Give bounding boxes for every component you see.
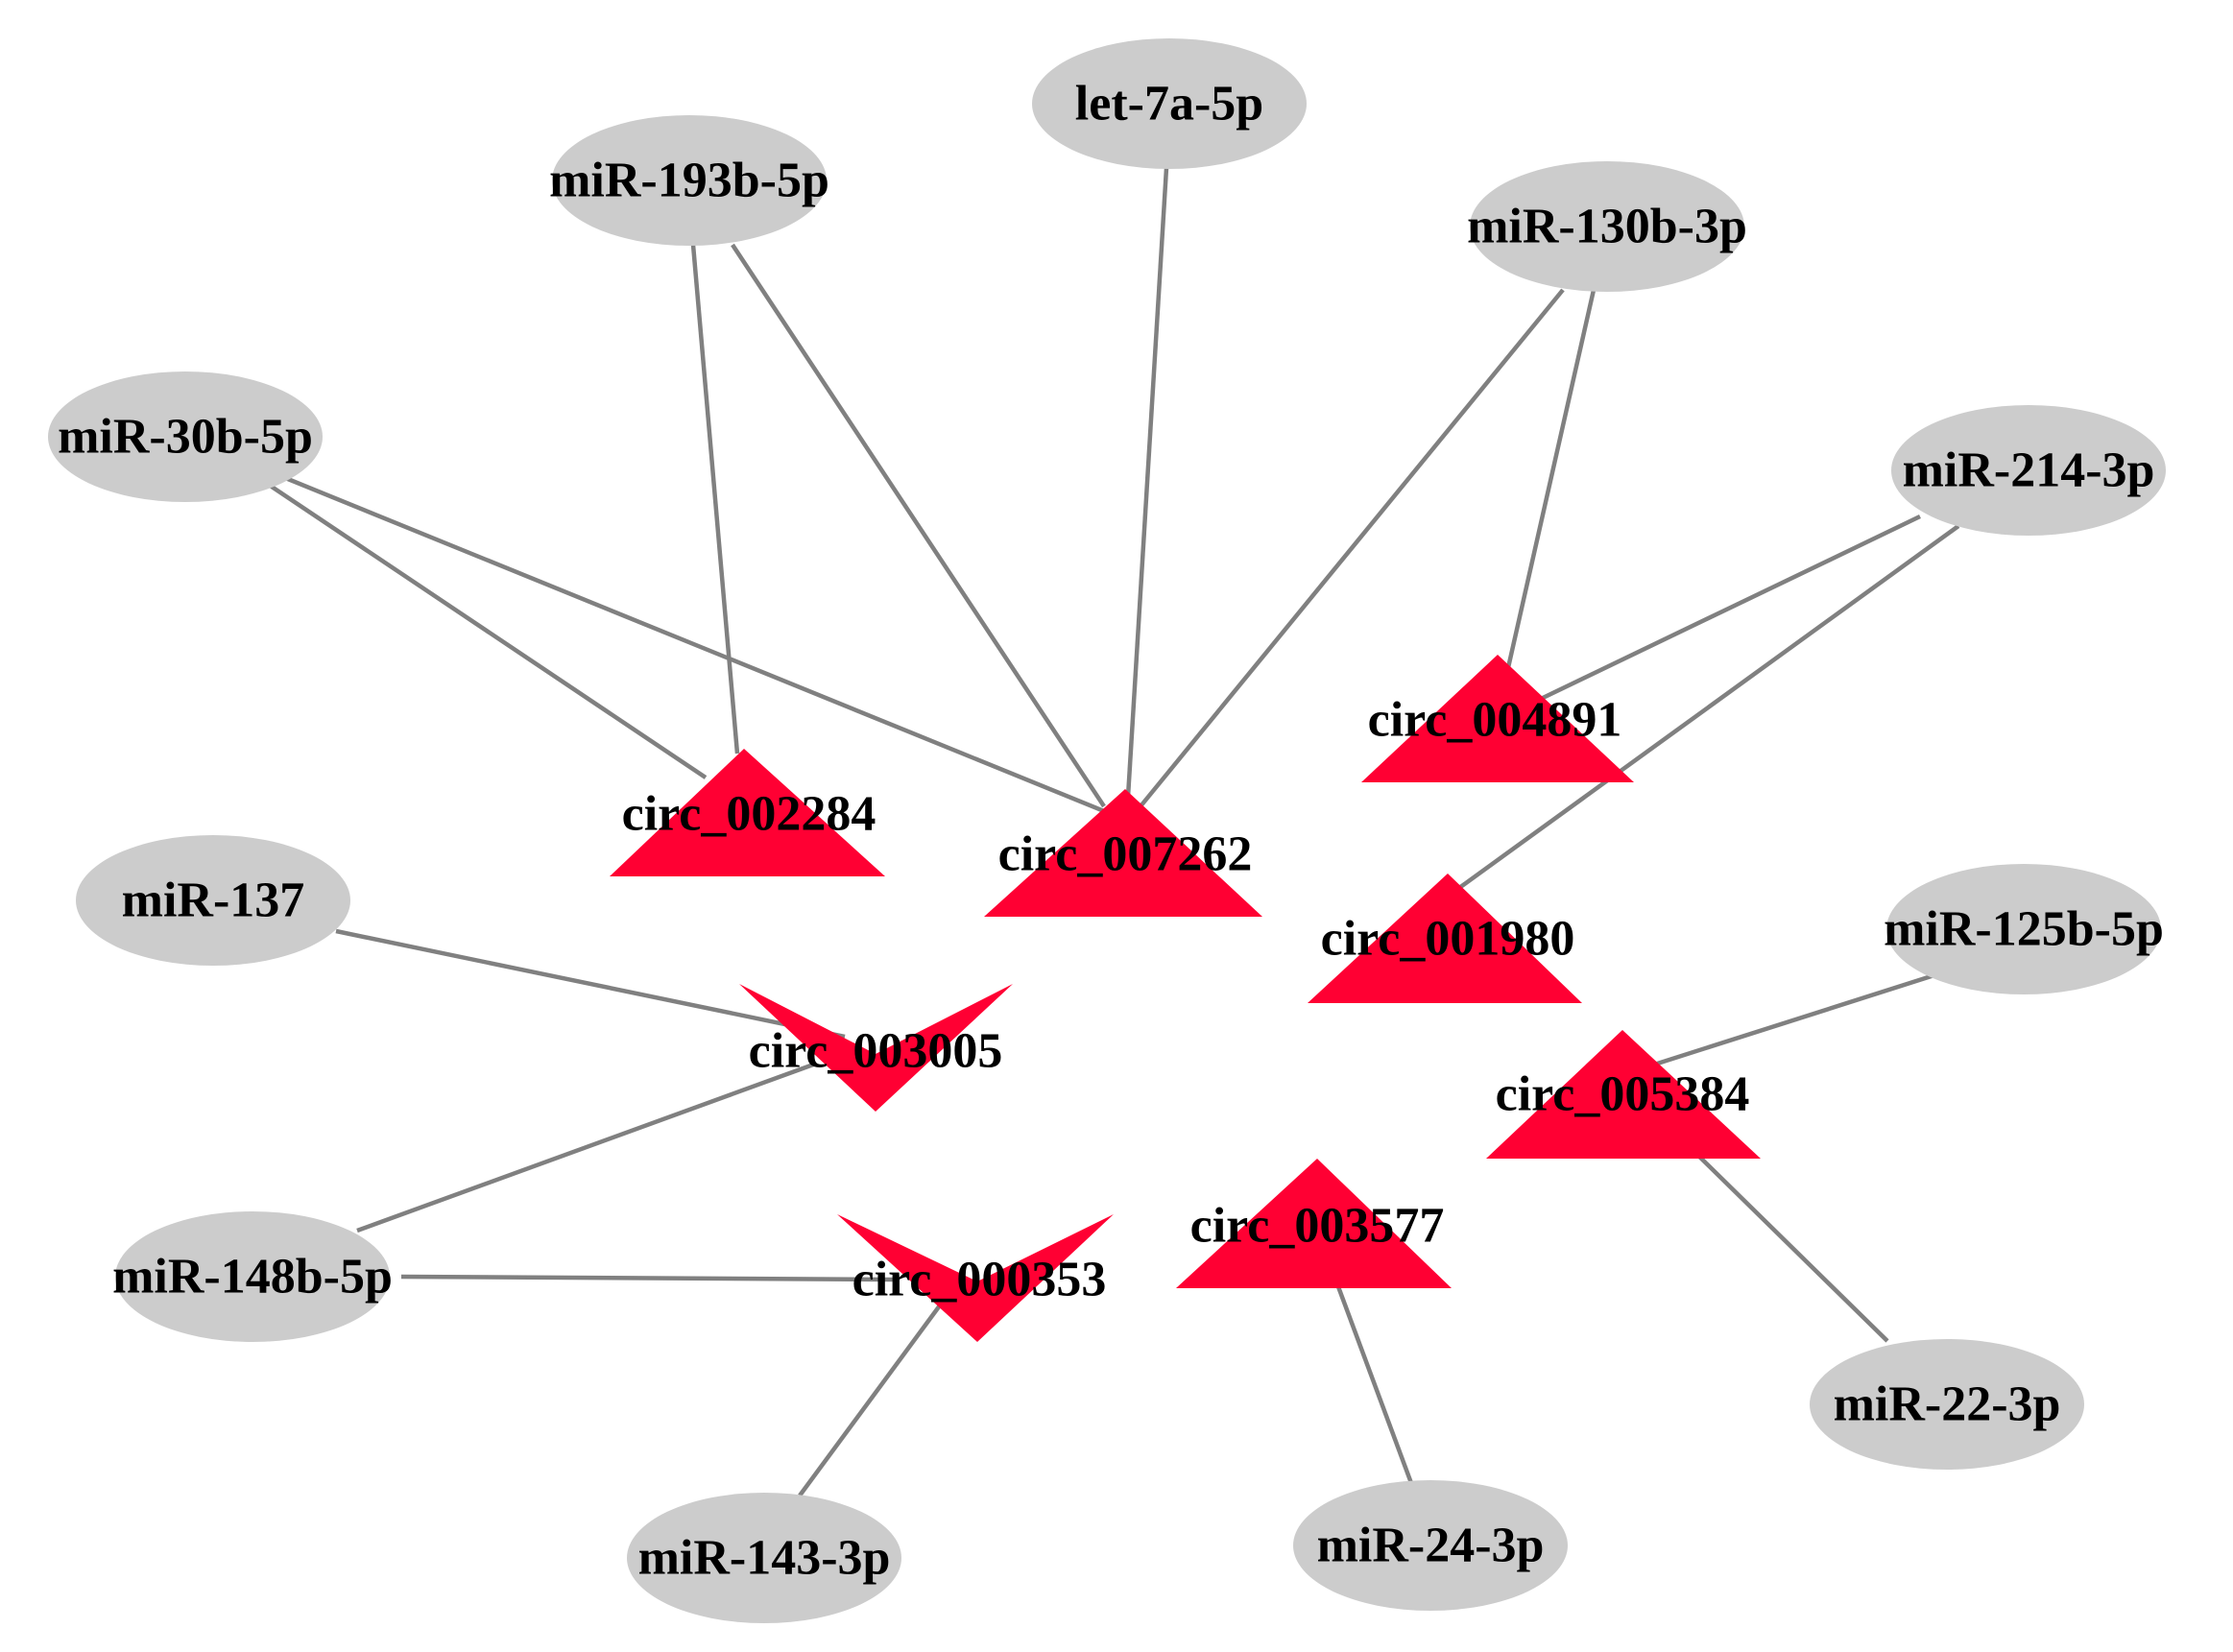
mirna-label: miR-148b-5p — [112, 1250, 393, 1305]
circrna-label: circ_004891 — [1368, 693, 1622, 748]
circrna-triangle — [1308, 874, 1582, 1003]
circrna-label: circ_002284 — [622, 787, 876, 842]
mirna-node-mir130b[interactable]: miR-130b-3p — [1467, 161, 1747, 292]
circrna-triangle — [1176, 1159, 1452, 1288]
mirna-node-mir143[interactable]: miR-143-3p — [627, 1493, 901, 1623]
edge-mir143-c000353 — [798, 1289, 952, 1497]
mirna-node-mir137[interactable]: miR-137 — [76, 835, 350, 966]
mirna-node-mir24[interactable]: miR-24-3p — [1293, 1480, 1568, 1611]
circrna-node-c001980[interactable]: circ_001980 — [1308, 874, 1582, 1003]
circrna-node-c000353[interactable]: circ_000353 — [837, 1214, 1114, 1342]
edge-mir24-c003577 — [1333, 1281, 1414, 1484]
circrna-node-c003577[interactable]: circ_003577 — [1176, 1159, 1452, 1288]
edge-mir125b-c005384 — [1650, 971, 1938, 1068]
edge-mir30b-c007262 — [277, 472, 1105, 814]
circrna-v-shape — [739, 984, 1013, 1112]
circrna-triangle — [1361, 655, 1634, 782]
edge-mir193b-c002284 — [690, 244, 740, 754]
edge-mir214-c001980 — [1457, 524, 1960, 890]
mirna-label: miR-143-3p — [638, 1531, 891, 1586]
mirna-ellipse — [1470, 161, 1744, 292]
mirna-label: let-7a-5p — [1075, 77, 1263, 132]
mirna-label: miR-30b-5p — [58, 410, 313, 465]
mirna-label: miR-214-3p — [1903, 443, 2155, 498]
mirna-node-mir22[interactable]: miR-22-3p — [1810, 1339, 2084, 1470]
edge-mir30b-c002284 — [267, 483, 708, 779]
circrna-label: circ_000353 — [852, 1253, 1107, 1307]
mirna-ellipse — [1032, 38, 1307, 169]
edge-mir130b-c004891 — [1504, 289, 1597, 673]
edge-mir214-c004891 — [1540, 514, 1921, 702]
edge-mir137-c003005 — [335, 928, 846, 1040]
circrna-node-c004891[interactable]: circ_004891 — [1361, 655, 1634, 782]
mirna-label: miR-125b-5p — [1884, 902, 2164, 957]
mirna-node-mir193b[interactable]: miR-193b-5p — [549, 115, 829, 246]
mirna-ellipse — [48, 371, 323, 502]
mirna-ellipse — [1891, 405, 2166, 536]
circrna-label: circ_005384 — [1496, 1067, 1750, 1122]
circrna-label: circ_001980 — [1321, 912, 1575, 967]
mirna-label: miR-130b-3p — [1467, 200, 1747, 254]
mirna-node-mir125b[interactable]: miR-125b-5p — [1884, 864, 2164, 994]
mirna-node-mir214[interactable]: miR-214-3p — [1891, 405, 2166, 536]
circrna-label: circ_003577 — [1190, 1199, 1445, 1254]
mirna-label: miR-137 — [122, 874, 305, 928]
circrna-node-c005384[interactable]: circ_005384 — [1486, 1030, 1761, 1159]
mirna-ellipse — [115, 1211, 390, 1342]
edge-mir193b-c007262 — [731, 243, 1106, 808]
mirna-ellipse — [76, 835, 350, 966]
mirna-ellipse — [552, 115, 827, 246]
mirna-ellipse — [1886, 864, 2161, 994]
edge-let7a-c007262 — [1125, 167, 1169, 798]
edge-mir148b-c000353 — [400, 1274, 894, 1282]
circrna-triangle — [1486, 1030, 1761, 1159]
mirna-label: miR-193b-5p — [549, 154, 829, 208]
circrna-triangle — [984, 789, 1262, 917]
edge-mir22-c005384 — [1688, 1145, 1889, 1343]
circrna-triangle — [610, 749, 885, 876]
circrna-label: circ_003005 — [749, 1024, 1003, 1079]
edge-mir148b-c003005 — [356, 1061, 817, 1233]
circrna-node-c003005[interactable]: circ_003005 — [739, 984, 1013, 1112]
mirna-ellipse — [1293, 1480, 1568, 1611]
mirna-label: miR-22-3p — [1834, 1377, 2061, 1432]
circrna-v-shape — [837, 1214, 1114, 1342]
mirna-node-mir148b[interactable]: miR-148b-5p — [112, 1211, 393, 1342]
mirna-label: miR-24-3p — [1317, 1519, 1545, 1573]
mirna-ellipse — [627, 1493, 901, 1623]
circrna-node-c002284[interactable]: circ_002284 — [610, 749, 885, 876]
mirna-node-let7a[interactable]: let-7a-5p — [1032, 38, 1307, 169]
mirna-ellipse — [1810, 1339, 2084, 1470]
circrna-node-c007262[interactable]: circ_007262 — [984, 789, 1262, 917]
edge-mir130b-c007262 — [1139, 288, 1565, 808]
circrna-label: circ_007262 — [998, 827, 1253, 882]
edges-layer — [267, 167, 1960, 1497]
nodes-layer: let-7a-5p miR-193b-5p miR-130b-3p miR-30b-5… — [48, 38, 2166, 1623]
mirna-node-mir30b[interactable]: miR-30b-5p — [48, 371, 323, 502]
